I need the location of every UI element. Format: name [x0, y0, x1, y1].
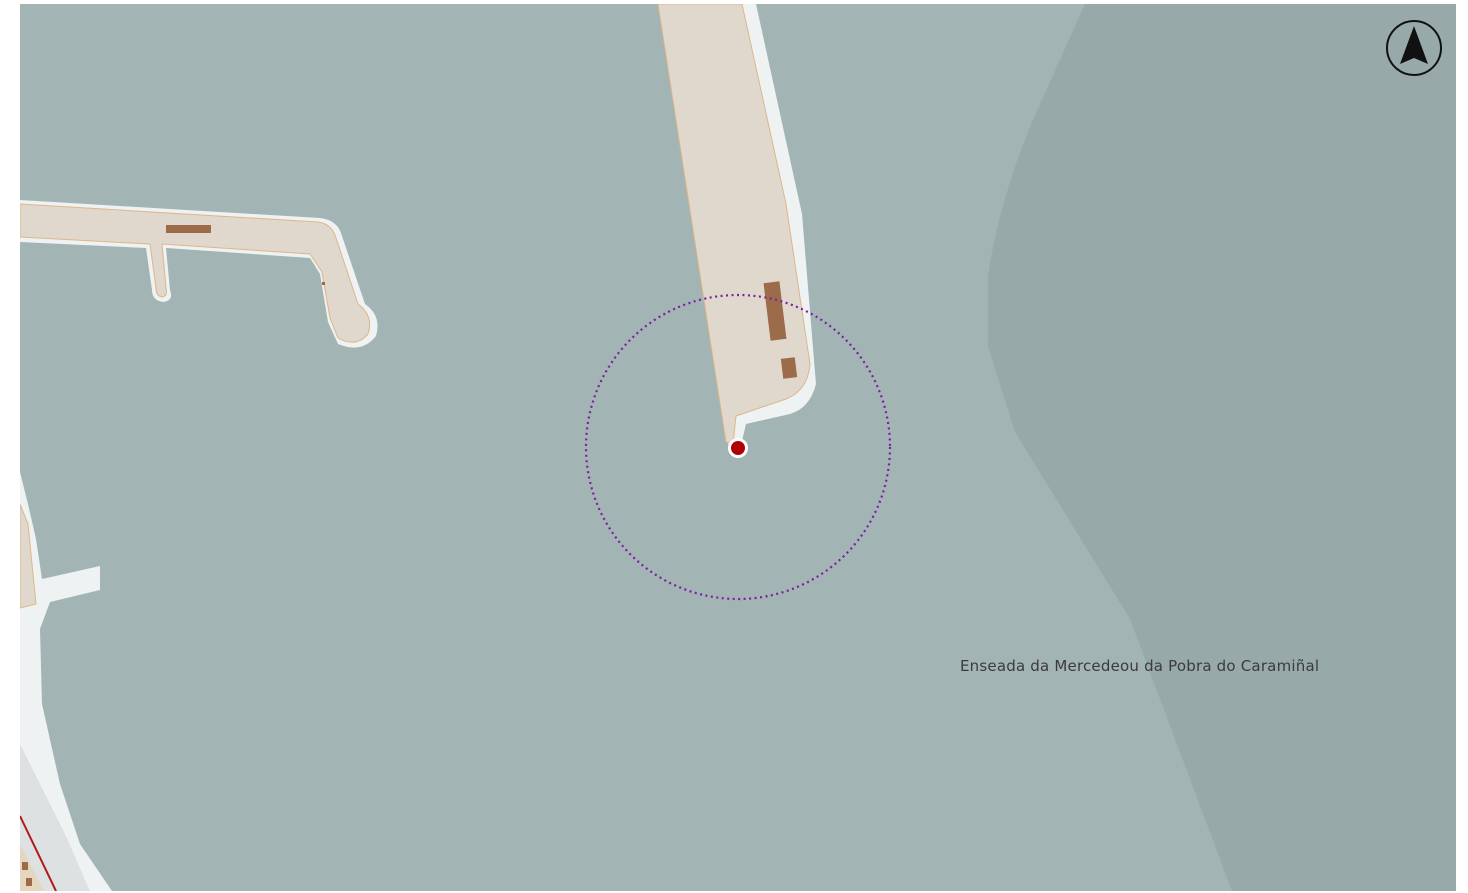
building [166, 225, 211, 233]
building [763, 281, 787, 341]
building [780, 357, 798, 379]
left-coastline [20, 472, 112, 891]
location-marker[interactable] [728, 438, 748, 458]
left-pier [20, 200, 378, 348]
main-pier [657, 4, 816, 450]
north-arrow-icon[interactable] [1386, 20, 1442, 76]
deep-water-area [988, 4, 1456, 891]
bay-label: Enseada da Mercedeou da Pobra do Caramiñ… [960, 657, 1319, 675]
radius-circle [584, 293, 892, 601]
building [322, 282, 325, 285]
road [20, 815, 57, 891]
map-view[interactable]: Enseada da Mercedeou da Pobra do Caramiñ… [20, 4, 1456, 891]
